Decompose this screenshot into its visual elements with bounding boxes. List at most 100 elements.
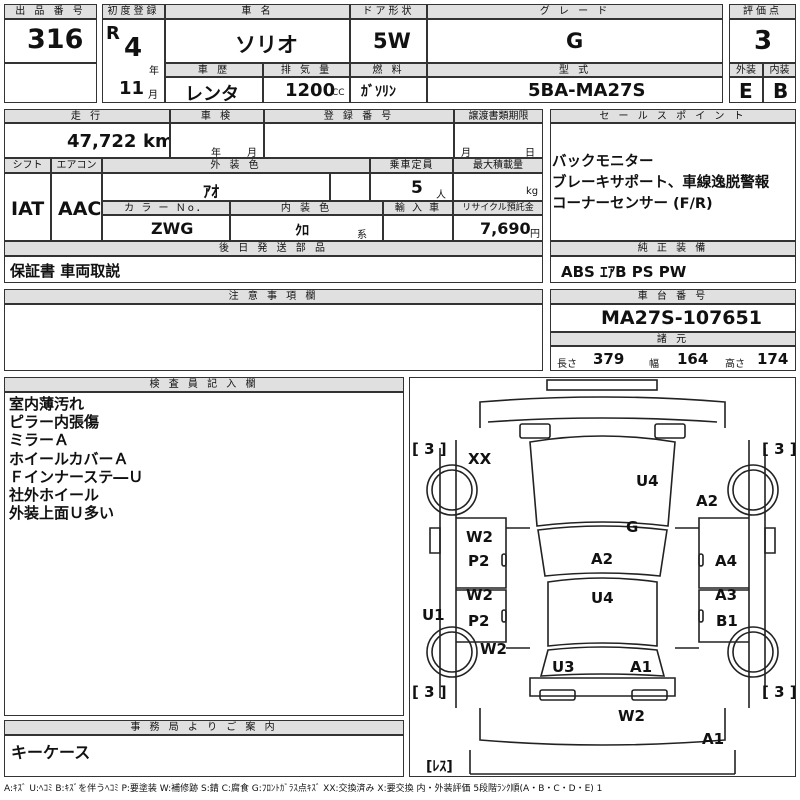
inspection-cell: 年 月 [170,123,264,158]
car-name-header: 車 名 [165,4,350,19]
damage-mark: A2 [591,550,614,568]
later-cell: 保証書 車両取説 [4,256,543,283]
damage-mark: W2 [466,528,493,546]
displacement-cell: 1200 CC [263,77,350,103]
dims-cell: 長さ 379 幅 164 高さ 174 [550,346,796,371]
ac-header: エアコン [51,158,102,173]
transfer-header: 譲渡書類期限 [454,109,543,123]
mileage: 47,722 [67,131,137,152]
interior-color: ｸﾛ [295,223,309,239]
car-name-cell: ソリオ [165,19,350,63]
person-unit: 人 [436,190,446,201]
sales-point-1: バックモニター [552,154,654,170]
fuel-header: 燃 料 [350,63,427,77]
month-unit: 月 [148,90,158,101]
damage-mark: A4 [715,552,738,570]
damage-mark: U4 [591,589,614,607]
ac-cell: AAC [51,173,102,241]
reg-year: 4 [124,33,143,63]
yen-unit: 円 [530,229,540,240]
ext-cell: E [729,77,763,103]
color: ｱｵ [203,182,220,201]
capacity-cell: 5 人 [370,173,453,201]
color-extra-cell [330,173,370,201]
import-header: 輸 入 車 [383,201,453,215]
int-header: 内装 [763,63,796,77]
damage-mark: A1 [630,658,653,676]
model-cell: 5BA-MA27S [427,77,723,103]
ext-header: 外装 [729,63,763,77]
color-no-header: カ ラ ー Ｎo． [102,201,230,215]
score-cell: 3 [729,19,796,63]
shift-header: シフト [4,158,51,173]
length: 379 [593,350,625,368]
kg-unit: kg [526,186,539,197]
grade-cell: G [427,19,723,63]
score-header: 評価点 [729,4,796,19]
fuel-cell: ｶﾞｿﾘﾝ [350,77,427,103]
door-header: ドア形状 [350,4,427,19]
era: R [106,23,120,44]
recycle-fee: 7,690 [480,219,531,238]
chassis-no: MA27S-107651 [601,307,762,329]
color-cell: ｱｵ [102,173,330,201]
ext-grade: E [739,79,753,103]
recycle-header: リサイクル預託金 [453,201,543,215]
damage-diagram: [ 3 ] [ 3 ] [ 3 ] [ 3 ] [ﾚｽ] XX U4 A2 G … [409,377,796,777]
damage-mark: U3 [552,658,575,676]
history-cell: レンタ [165,77,263,103]
load-header: 最大積載量 [453,158,543,173]
ac: AAC [58,198,102,220]
width: 164 [677,350,709,368]
inspector-line-7: 外装上面Ｕ多い [9,504,115,523]
length-label: 長さ [557,359,577,370]
inspector-line-6: 社外ホイール [9,486,100,505]
equip-header: 純 正 装 備 [550,241,796,256]
cc-unit: CC [332,88,345,98]
sales-cell: バックモニター ブレーキサポート、車線逸脱警報 コーナーセンサー (F/R) [550,123,796,241]
spare-tire-less: [ﾚｽ] [426,759,453,775]
damage-mark: U4 [636,472,659,490]
damage-mark: B1 [716,612,738,630]
year-unit: 年 [149,66,159,77]
legend: A:ｷｽﾞ U:ﾍｺﾐ B:ｷｽﾞを伴うﾍｺﾐ P:要塗装 W:補修跡 S:錆 … [4,784,603,794]
int-cell: B [763,77,796,103]
chassis-cell: MA27S-107651 [550,304,796,332]
inspector-cell: 室内薄汚れ ピラー内張傷 ミラーＡ ホイールカバーＡ Ｆインナーステ―Ｕ 社外ホ… [4,392,404,716]
fuel: ｶﾞｿﾘﾝ [361,84,396,100]
color-no: ZWG [151,219,194,238]
reg-no-cell [264,123,454,158]
inspector-line-5: Ｆインナーステ―Ｕ [9,467,144,486]
damage-mark: P2 [468,552,490,570]
damage-mark: W2 [466,586,493,604]
score: 3 [754,26,773,56]
damage-mark: A2 [696,492,719,510]
width-label: 幅 [649,359,659,370]
color-header: 外 装 色 [102,158,370,173]
capacity-header: 乗車定員 [370,158,453,173]
tire-rl-score: [ 3 ] [412,683,447,701]
inspection-header: 車 検 [170,109,264,123]
kei-unit: 系 [357,230,367,241]
shift-cell: IAT [4,173,51,241]
reg-no-header: 登 録 番 号 [264,109,454,123]
damage-mark: P2 [468,612,490,630]
inspector-line-3: ミラーＡ [9,431,70,450]
tire-fl-score: [ 3 ] [412,440,447,458]
door-type: 5W [373,29,411,53]
mileage-header: 走 行 [4,109,170,123]
insp-year-unit: 年 [211,148,221,158]
transfer-cell: 月 日 [454,123,543,158]
model-header: 型 式 [427,63,723,77]
insp-month-unit: 月 [247,148,257,158]
interior-header: 内 装 色 [230,201,383,215]
damage-mark: A3 [715,586,738,604]
displacement-header: 排 気 量 [263,63,350,77]
lot-no: 316 [27,24,84,55]
first-reg-header: 初度登録 [102,4,165,19]
history-header: 車 歴 [165,63,263,77]
inspector-line-1: 室内薄汚れ [9,395,85,413]
transfer-month-unit: 月 [461,148,471,158]
load-cell: kg [453,173,543,201]
door-cell: 5W [350,19,427,63]
